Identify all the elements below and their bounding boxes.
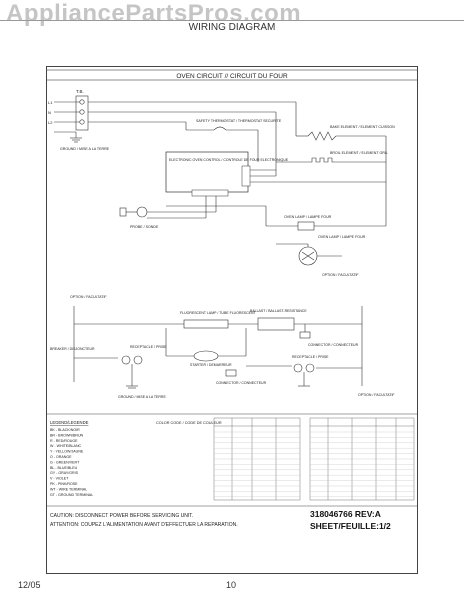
breaker-label: BREAKER / DISJONCTEUR <box>50 347 95 351</box>
legend-item: BL - BLUE/BLEU <box>50 466 78 470</box>
legend-item: V - VIOLET <box>50 477 69 481</box>
bake-element <box>296 131 386 141</box>
receptacle-right <box>246 363 362 387</box>
option-label-1: OPTION / FACULTATIF <box>322 273 359 277</box>
bus-wires <box>88 101 297 136</box>
table-rows <box>214 431 414 497</box>
eoc-label: ELECTRONIC OVEN CONTROL / CONTROLE DE FO… <box>169 158 289 162</box>
connector-2 <box>225 369 237 377</box>
broil-element <box>276 136 387 206</box>
page-title: WIRING DIAGRAM <box>188 22 276 33</box>
legend-item: BR - BROWN/BRUN <box>50 433 84 437</box>
safety-thermostat-label: SAFETY THERMOSTAT / THERMOSTAT SECURITE <box>196 119 282 123</box>
sheet-number: SHEET/FEUILLE:1/2 <box>310 521 391 531</box>
safety-thermostat <box>186 126 259 162</box>
legend-item: Y - YELLOW/JAUNE <box>50 450 84 454</box>
line-label-l1: L1 <box>48 100 53 105</box>
legend-item: O - ORANGE <box>50 455 72 459</box>
legend-item: WT - WIRE TERMINAL <box>50 487 87 491</box>
title-bar <box>46 69 418 81</box>
oven-lamp-2-label: OVEN LAMP / LAMPE FOUR <box>318 235 366 239</box>
watermark: AppliancePartsPros.com <box>6 0 302 27</box>
legend-item: R - RED/ROUGE <box>50 439 78 443</box>
terminal-block-label: T.B. <box>76 89 84 94</box>
header-rule <box>0 20 464 21</box>
terminal-block: T.B. <box>75 89 89 131</box>
connector-label-1: CONNECTOR / CONNECTEUR <box>308 343 359 347</box>
ground-icon <box>70 137 82 143</box>
footer-date: 12/05 <box>18 580 41 590</box>
legend-item: GT - GROUND TERMINAL <box>50 493 93 497</box>
legend-item: GY - GRAY/GRIS <box>50 471 79 475</box>
probe-connector <box>119 206 216 219</box>
starter <box>165 328 247 362</box>
starter-label: STARTER / DEMARREUR <box>190 363 232 367</box>
eoc-wires <box>166 126 386 218</box>
oven-lamp-1-label: OVEN LAMP / LAMPE FOUR <box>284 215 332 219</box>
option-label-2: OPTION / FACULTATIF <box>70 295 107 299</box>
footer-page-number: 10 <box>226 580 237 590</box>
oven-circuit-title: OVEN CIRCUIT // CIRCUIT DU FOUR <box>176 73 288 80</box>
legend-item: BK - BLACK/NOIR <box>50 428 80 432</box>
electronic-oven-control <box>165 151 251 197</box>
fluorescent-label: FLUORESCENT LAMP / TUBE FLUORESCENT <box>180 311 257 315</box>
receptacle-label-right: RECEPTACLE / PRISE <box>292 355 329 359</box>
caution-fr: ATTENTION: COUPEZ L'ALIMENTATION AVANT D… <box>50 522 238 528</box>
line-label-l2: L2 <box>48 120 53 125</box>
receptacle-left <box>74 355 143 389</box>
oven-lamp-2 <box>276 243 342 266</box>
ground-label-2: GROUND / MISE A LA TERRE <box>118 395 166 399</box>
connector-label-2: CONNECTOR / CONNECTEUR <box>216 381 267 385</box>
incoming-lines <box>54 101 80 138</box>
line-label-n: N <box>48 110 51 115</box>
legend-item: W - WHITE/BLANC <box>50 444 82 448</box>
legend-title: LEGEND/LEGENDE <box>50 420 89 425</box>
connector-1 <box>299 324 311 339</box>
ballast-label: BALLAST / BALLAST-RESISTANCE <box>250 309 307 313</box>
caution-en: CAUTION: DISCONNECT POWER BEFORE SERVICI… <box>50 513 193 519</box>
legend-item: PK - PINK/ROSE <box>50 482 78 486</box>
receptacle-label-left: RECEPTACLE / PRISE <box>130 345 167 349</box>
oven-lamp-1 <box>265 206 387 231</box>
bake-element-label: BAKE ELEMENT / ELEMENT CUISSON <box>330 125 395 129</box>
wiring-diagram: OVEN CIRCUIT // CIRCUIT DU FOUR T.B. L1 … <box>46 66 418 574</box>
legend-item: G - GREEN/VERT <box>50 460 80 464</box>
part-number: 318046766 REV:A <box>310 509 381 519</box>
broil-element-label: BROIL ELEMENT / ELEMENT GRIL <box>330 151 388 155</box>
ground-label: GROUND / MISE A LA TERRE <box>60 147 110 151</box>
probe-label: PROBE / SONDE <box>130 225 159 229</box>
wire-table-title: COLOR CODE / CODE DE COULEUR <box>156 421 222 425</box>
ballast <box>257 317 295 331</box>
fluorescent-lamp <box>183 319 229 329</box>
option-label-3: OPTION / FACULTATIF <box>358 393 395 397</box>
